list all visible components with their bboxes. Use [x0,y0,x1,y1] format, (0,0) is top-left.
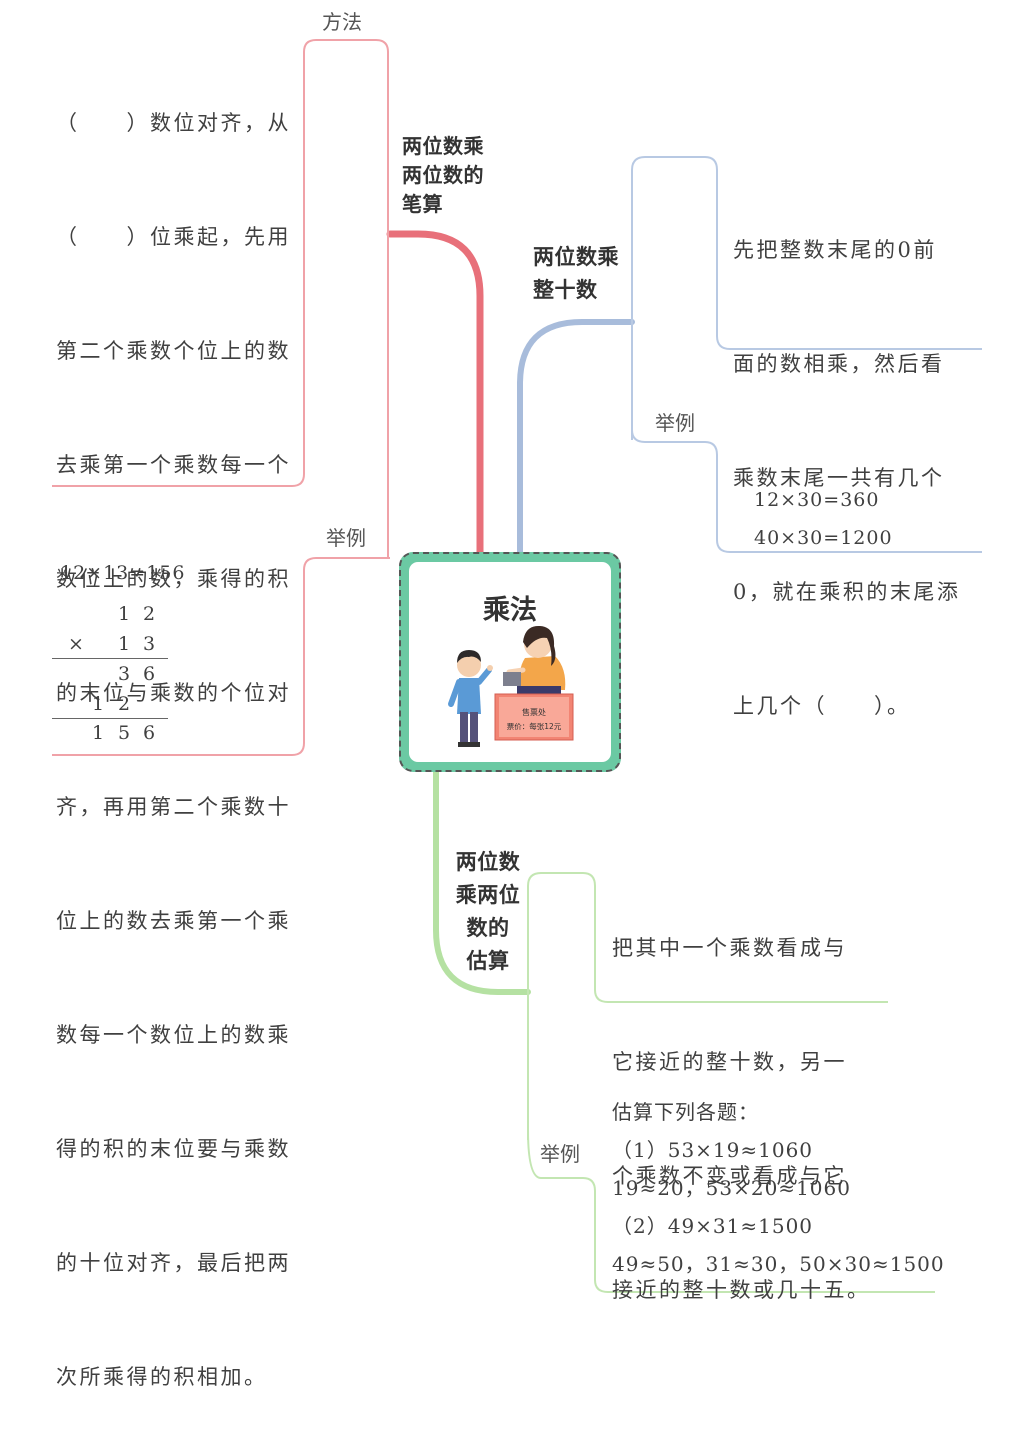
method-line: （ ）位乘起，先用 [56,218,302,256]
title-line: 两位数 [450,846,526,879]
ticket-office-illustration: 售票处 票价：每张12元 [409,562,611,762]
example-line: （2）49×31≈1500 [612,1207,945,1245]
method-line: 得的积的末位要与乘数 [56,1130,302,1168]
example-line: （1）53×19≈1060 [612,1131,945,1169]
estimate-examples: 估算下列各题： （1）53×19≈1060 19≈20，53×20≈1060 （… [612,1093,945,1283]
method-label: 方法 [322,6,362,35]
method-line: 次所乘得的积相加。 [56,1358,302,1396]
vc-digit: 3 [118,663,130,685]
sign-title: 售票处 [522,707,546,717]
example-line: 估算下列各题： [612,1093,945,1131]
method-line: 第二个乘数个位上的数 [56,332,302,370]
rule-line: 把其中一个乘数看成与 [612,929,887,967]
written-branch-title: 两位数乘 两位数的 笔算 [402,132,484,219]
blue-trunk [520,322,632,552]
tens-branch-title: 两位数乘 整十数 [533,241,619,307]
title-line: 乘两位 [450,879,526,912]
vc-digit: 6 [143,663,155,685]
example-line: 12×30=360 [754,481,893,519]
rule-line: 上几个（ ）。 [733,687,983,725]
ticket-machine [503,672,521,686]
rule-line: 先把整数末尾的0前 [733,231,983,269]
method-line: 去乘第一个乘数每一个 [56,446,302,484]
estimate-example-label: 举例 [540,1138,580,1167]
vc-rule [52,658,168,659]
tens-example-label: 举例 [655,407,695,436]
written-example-equation: 12×13=156 [60,562,185,584]
title-line: 两位数乘 [533,241,619,274]
vc-rule [52,718,168,719]
boy-figure [451,650,493,747]
written-example-label: 举例 [326,522,366,551]
example-line: 19≈20，53×20≈1060 [612,1169,945,1207]
sign-price: 票价：每张12元 [507,721,562,731]
vc-digit: 3 [143,633,155,655]
vc-digit: 1 [92,722,104,744]
vc-digit: 5 [118,722,130,744]
rule-line: 0，就在乘积的末尾添 [733,573,983,611]
method-line: （ ）数位对齐，从 [56,104,302,142]
vc-digit: 1 [92,693,104,715]
rule-line: 面的数相乘，然后看 [733,345,983,383]
example-line: 40×30=1200 [754,519,893,557]
tens-examples: 12×30=360 40×30=1200 [754,481,893,557]
vc-digit: 2 [143,603,155,625]
center-card-inner: 乘法 售票处 票价：每张12元 [409,562,611,762]
title-line: 估算 [450,945,526,978]
times-sign: × [68,633,84,655]
center-topic-card: 乘法 售票处 票价：每张12元 [399,552,621,772]
title-line: 两位数的 [402,161,484,190]
method-line: 数每一个数位上的数乘 [56,1016,302,1054]
vc-digit: 2 [118,693,130,715]
title-line: 笔算 [402,190,484,219]
method-line: 位上的数去乘第一个乘 [56,902,302,940]
vc-digit: 1 [118,603,130,625]
rule-line: 它接近的整十数，另一 [612,1043,887,1081]
tens-rule-text: 先把整数末尾的0前 面的数相乘，然后看 乘数末尾一共有几个 0，就在乘积的末尾添… [733,155,983,763]
vc-digit: 1 [118,633,130,655]
method-line: 的十位对齐，最后把两 [56,1244,302,1282]
title-line: 数的 [450,912,526,945]
red-trunk [390,234,480,552]
title-line: 两位数乘 [402,132,484,161]
method-line: 齐，再用第二个乘数十 [56,788,302,826]
vc-digit: 6 [143,722,155,744]
example-line: 49≈50，31≈30，50×30≈1500 [612,1245,945,1283]
ticket-counter: 售票处 票价：每张12元 [495,694,573,740]
title-line: 整十数 [533,274,619,307]
estimate-branch-title: 两位数 乘两位 数的 估算 [450,846,526,978]
